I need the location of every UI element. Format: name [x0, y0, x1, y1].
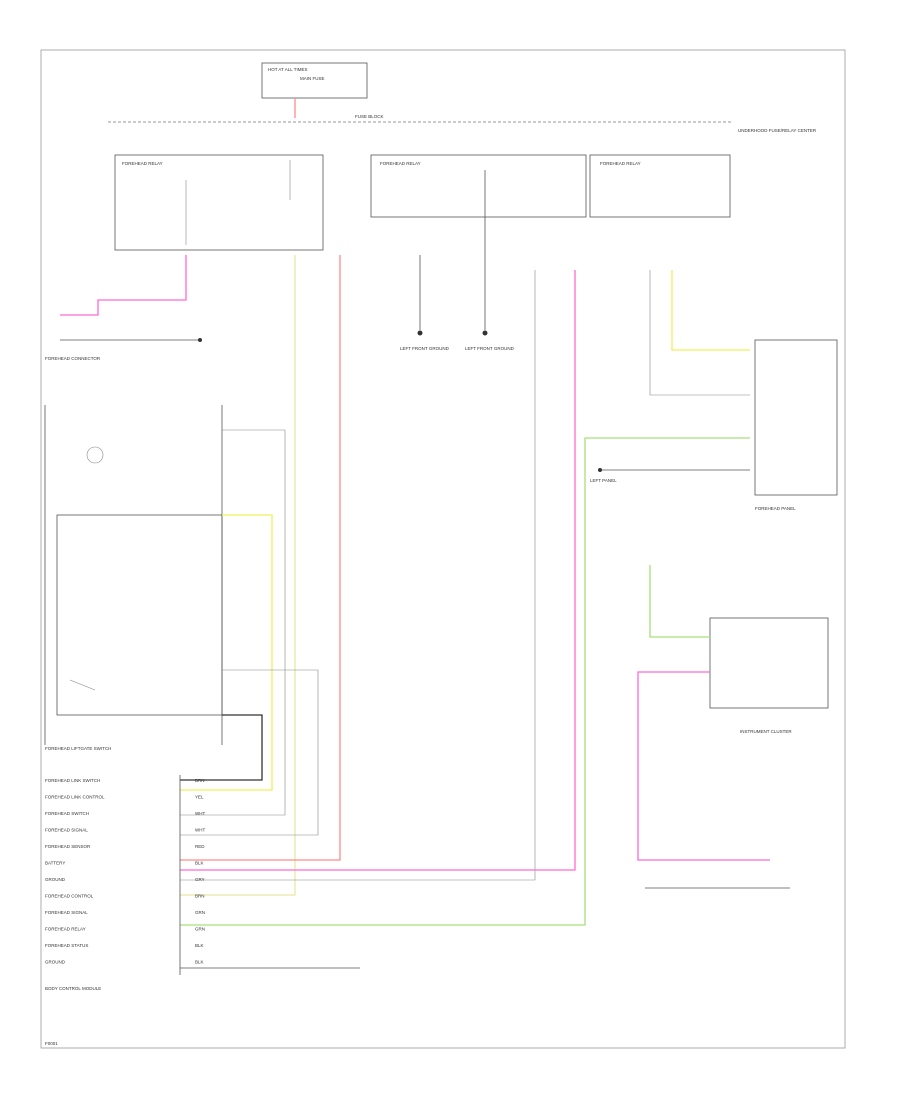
bcm-row-color: YEL [195, 795, 204, 800]
switch-label: FOREHEAD LIFTGATE SWITCH [45, 746, 111, 751]
bcm-row-color: BLK [195, 861, 204, 866]
green-wire [180, 437, 750, 926]
relay-1-label: FOREHEAD RELAY [122, 161, 163, 166]
main-fuse-label: MAIN FUSE [300, 76, 325, 81]
tan-wire [180, 255, 296, 896]
bcm-row-label: FOREHEAD SWITCH [45, 811, 89, 816]
bcm-row-color: GRY [195, 877, 205, 882]
gray-wire-2 [180, 669, 319, 836]
bcm-row-color: BLK [195, 943, 204, 948]
ground-1-icon [417, 330, 423, 336]
bcm-row-color: BLK [195, 960, 204, 965]
right-panel-label: FOREHEAD PANEL [755, 506, 796, 511]
bcm-row-label: FOREHEAD SIGNAL [45, 910, 88, 915]
bcm-row-label: FOREHEAD SENSOR [45, 844, 91, 849]
bcm-row-color: BRN [195, 778, 205, 783]
bcm-row-color: BRN [195, 894, 205, 899]
bcm-row-label: FOREHEAD CONTROL [45, 894, 94, 899]
bcm-row-label: GROUND [45, 877, 66, 882]
ground-left-label: LEFT FRONT GROUND [400, 346, 450, 351]
bcm-row-label: FOREHEAD SIGNAL [45, 828, 88, 833]
diagram-border [40, 49, 846, 1049]
relay-2-label: FOREHEAD RELAY [380, 161, 421, 166]
bcm-row-label: FOREHEAD LINK SWITCH [45, 778, 100, 783]
bcm-row-color: GRN [195, 927, 205, 932]
instrument-cluster-label: INSTRUMENT CLUSTER [740, 729, 792, 734]
bcm-row-label: FOREHEAD LINK CONTROL [45, 795, 105, 800]
right-panel-box [754, 339, 838, 496]
bcm-row-color: RED [195, 844, 205, 849]
black-wire-left [180, 714, 263, 781]
bcm-row-color: WHT [195, 811, 205, 816]
right-ground-icon [598, 468, 602, 472]
bcm-row-color: GRN [195, 910, 205, 915]
cluster-green-wire [649, 565, 710, 638]
ground-2-icon [482, 330, 488, 336]
bcm-label: BODY CONTROL MODULE [45, 986, 101, 991]
bcm-connector-rows: FOREHEAD LINK SWITCH BRN FOREHEAD LINK CON… [45, 778, 205, 965]
red-wire [180, 255, 341, 861]
bcm-row-label: FOREHEAD RELAY [45, 927, 86, 932]
instrument-cluster-box [709, 617, 829, 709]
connector-label: FOREHEAD CONNECTOR [45, 356, 101, 361]
yellow-wire-right [671, 270, 750, 351]
bcm-row-label: BATTERY [45, 861, 65, 866]
relay-1-box [114, 154, 324, 251]
white-wire [180, 270, 536, 881]
page-id: F0001 [45, 1041, 58, 1046]
relay-3-box [589, 154, 731, 218]
hot-at-all-times-label: HOT AT ALL TIMES [268, 67, 308, 72]
ground-right-label: LEFT FRONT GROUND [465, 346, 515, 351]
pink-wire-2 [180, 270, 576, 871]
underhood-label: UNDERHOOD FUSE/RELAY CENTER [738, 128, 817, 133]
cluster-pink-wire [637, 671, 770, 861]
relay-2-box [370, 154, 587, 218]
yellow-wire-left [180, 514, 273, 791]
gray-wire-left [180, 429, 286, 816]
bcm-row-color: WHT [195, 828, 205, 833]
main-fuse-box [261, 62, 368, 99]
white-wire-right [649, 270, 750, 396]
connector-ground-icon [198, 338, 202, 342]
bcm-row-label: FOREHEAD STATUS [45, 943, 88, 948]
relay-3-label: FOREHEAD RELAY [600, 161, 641, 166]
switch-contact [69, 679, 96, 691]
bcm-row-label: GROUND [45, 960, 66, 965]
switch-symbol [86, 446, 104, 464]
fuse-block-label: FUSE BLOCK [355, 114, 384, 119]
pink-wire-1 [60, 255, 187, 316]
left-panel-label: LEFT PANEL [590, 478, 617, 483]
